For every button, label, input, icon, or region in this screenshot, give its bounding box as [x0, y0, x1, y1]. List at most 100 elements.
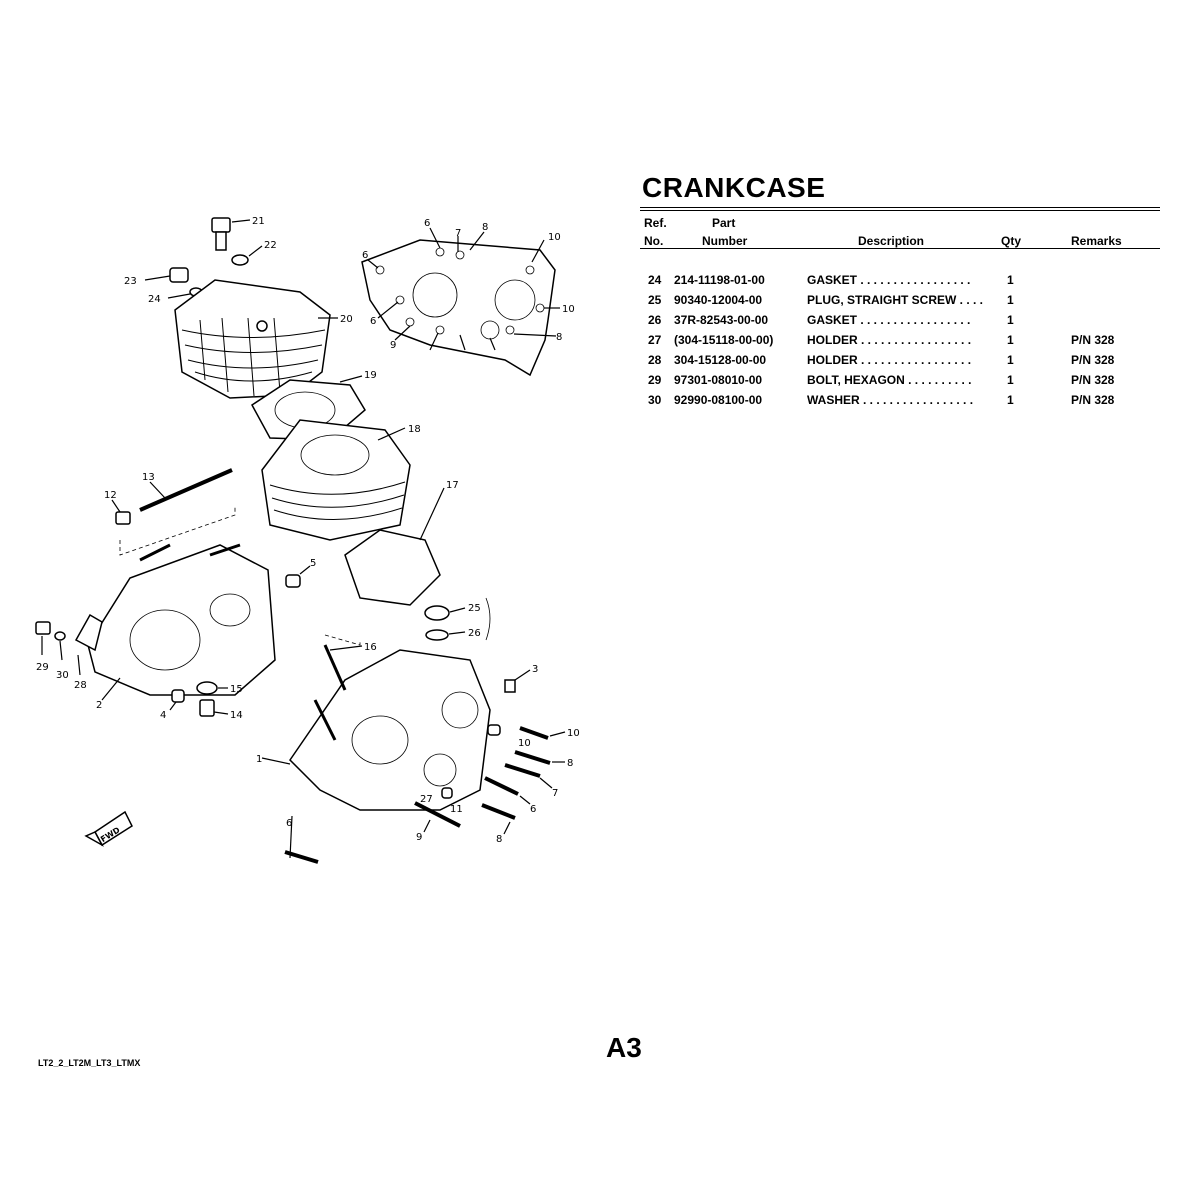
- header-remarks: Remarks: [1071, 234, 1122, 248]
- table-row: 24 214-11198-01-00 GASKET . . . . . . . …: [640, 273, 1160, 293]
- label-14: 14: [230, 710, 243, 721]
- label-6-bottom: 6: [286, 818, 292, 829]
- crankcase-inner-view: [361, 227, 560, 377]
- label-24: 24: [148, 294, 161, 305]
- cell-qty: 1: [1007, 273, 1014, 287]
- label-30: 30: [56, 670, 69, 681]
- cell-part: 92990-08100-00: [674, 393, 763, 407]
- label-9-top: 9: [390, 340, 396, 351]
- table-row: 25 90340-12004-00 PLUG, STRAIGHT SCREW .…: [640, 293, 1160, 313]
- label-17: 17: [446, 480, 459, 491]
- plug-25: [424, 605, 466, 621]
- header-description: Description: [858, 234, 925, 248]
- dowel-11: [441, 724, 501, 799]
- table-row: 29 97301-08010-00 BOLT, HEXAGON . . . . …: [640, 373, 1160, 393]
- label-6-lower: 6: [530, 804, 536, 815]
- seal-15: [196, 681, 228, 695]
- table-row: 28 304-15128-00-00 HOLDER . . . . . . . …: [640, 353, 1160, 373]
- label-1: 1: [256, 754, 262, 765]
- label-18: 18: [408, 424, 421, 435]
- callout-labels: 21 22 23 24 20 19 18 17 13 12 5 25 26 16…: [36, 216, 580, 845]
- table-row: 27 (304-15118-00-00) HOLDER . . . . . . …: [640, 333, 1160, 353]
- cell-part: (304-15118-00-00): [674, 333, 774, 347]
- cell-ref: 29: [648, 373, 662, 387]
- cell-remarks: P/N 328: [1071, 393, 1115, 407]
- stud-13: [139, 468, 233, 512]
- cell-desc: HOLDER . . . . . . . . . . . . . . . . .: [807, 353, 972, 367]
- right-crankcase-1: [261, 634, 491, 811]
- table-row: 30 92990-08100-00 WASHER . . . . . . . .…: [640, 393, 1160, 413]
- label-8-top: 8: [482, 222, 488, 233]
- bracket: [485, 597, 491, 641]
- cell-desc: GASKET . . . . . . . . . . . . . . . . .: [807, 313, 971, 327]
- plug-14: [199, 699, 229, 717]
- cell-part: 37R-82543-00-00: [674, 313, 769, 327]
- label-16: 16: [364, 642, 377, 653]
- header-qty: Qty: [1001, 234, 1022, 248]
- label-4: 4: [160, 710, 166, 721]
- label-27: 27: [420, 794, 433, 805]
- header-rule: [640, 248, 1160, 249]
- cylinder-18: [261, 419, 411, 541]
- label-6-top: 6: [424, 218, 430, 229]
- label-7-top: 7: [455, 228, 461, 239]
- cell-ref: 30: [648, 393, 662, 407]
- dashed-guide: [119, 505, 236, 556]
- header-ref-1: Ref.: [644, 216, 667, 230]
- label-19: 19: [364, 370, 377, 381]
- cell-part: 97301-08010-00: [674, 373, 763, 387]
- footer-model-code: LT2_2_LT2M_LT3_LTMX: [38, 1058, 141, 1068]
- label-8-right: 8: [556, 332, 562, 343]
- cell-qty: 1: [1007, 333, 1014, 347]
- bolt-10: [519, 726, 566, 740]
- cell-remarks: P/N 328: [1071, 353, 1115, 367]
- plug-23: [144, 267, 189, 283]
- cell-desc: WASHER . . . . . . . . . . . . . . . . .: [807, 393, 974, 407]
- cylinder-head-20: [174, 279, 338, 399]
- cell-ref: 26: [648, 313, 662, 327]
- left-crankcase-2: [87, 543, 276, 701]
- washer-30: [54, 631, 66, 661]
- label-3: 3: [532, 664, 538, 675]
- bolt-21: [211, 217, 251, 251]
- bolt-9: [414, 801, 461, 833]
- cell-ref: 24: [648, 273, 662, 287]
- label-10-right: 10: [562, 304, 575, 315]
- cell-qty: 1: [1007, 353, 1014, 367]
- label-23: 23: [124, 276, 137, 287]
- label-26: 26: [468, 628, 481, 639]
- washer-22: [231, 245, 263, 266]
- label-22: 22: [264, 240, 277, 251]
- dowel-5: [285, 565, 311, 588]
- title-rule: [640, 207, 1160, 208]
- label-9-lower: 9: [416, 832, 422, 843]
- bolt-8b: [481, 803, 516, 835]
- label-21: 21: [252, 216, 265, 227]
- cell-qty: 1: [1007, 393, 1014, 407]
- cell-remarks: P/N 328: [1071, 333, 1115, 347]
- page-title: CRANKCASE: [642, 172, 826, 203]
- bolt-8: [514, 750, 565, 765]
- label-29: 29: [36, 662, 49, 673]
- page-number: A3: [606, 1032, 642, 1063]
- bolt-7: [504, 763, 553, 789]
- label-20: 20: [340, 314, 353, 325]
- label-12: 12: [104, 490, 117, 501]
- label-8-bottom: 8: [496, 834, 502, 845]
- label-6-top-left: 6: [362, 250, 368, 261]
- cell-part: 304-15128-00-00: [674, 353, 767, 367]
- base-gasket-17: [344, 487, 445, 606]
- label-15: 15: [230, 684, 243, 695]
- label-13: 13: [142, 472, 155, 483]
- gasket-26: [425, 629, 466, 641]
- label-25: 25: [468, 603, 481, 614]
- label-2: 2: [96, 700, 102, 711]
- dowel-4: [169, 689, 185, 711]
- cell-remarks: P/N 328: [1071, 373, 1115, 387]
- cell-desc: BOLT, HEXAGON . . . . . . . . . .: [807, 373, 972, 387]
- cell-qty: 1: [1007, 313, 1014, 327]
- plug-12: [111, 499, 131, 525]
- cell-desc: GASKET . . . . . . . . . . . . . . . . .: [807, 273, 971, 287]
- label-7-lower: 7: [552, 788, 558, 799]
